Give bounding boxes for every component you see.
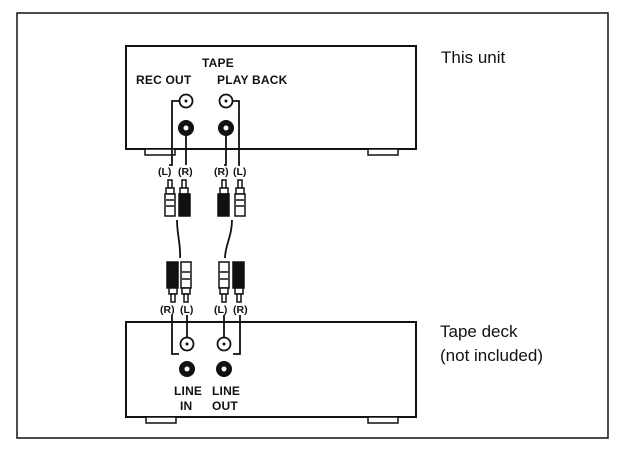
play-back-left-lead [233, 100, 240, 166]
play-back-pin-right: (R) [214, 166, 229, 178]
this-unit-caption: This unit [441, 48, 506, 67]
tape-deck-foot-right [367, 416, 399, 424]
play-back-left-jack [218, 93, 234, 109]
line-out-right-plug [232, 261, 245, 303]
this-unit-foot-right [367, 148, 399, 156]
tape-section-label: TAPE [202, 56, 234, 70]
tape-deck-foot-left [145, 416, 177, 424]
this-unit-body [125, 45, 417, 150]
tape-deck-caption: Tape deck [440, 322, 518, 341]
rec-out-label: REC OUT [136, 73, 192, 87]
line-out-label-bottom: OUT [212, 399, 238, 413]
rec-out-pin-right: (R) [178, 166, 193, 178]
play-back-right-lead [224, 136, 227, 166]
this-unit-device [125, 45, 417, 156]
play-back-right-jack [218, 120, 234, 136]
line-in-pin-left: (L) [180, 304, 193, 316]
rec-out-pin-left: (L) [158, 166, 171, 178]
line-out-left-plug [218, 261, 230, 303]
tape-deck-device [125, 321, 417, 424]
line-in-pin-right: (R) [160, 304, 175, 316]
play-back-pin-left: (L) [233, 166, 246, 178]
tape-deck-body [125, 321, 417, 418]
rec-out-right-plug [178, 179, 191, 217]
line-in-label-bottom: IN [180, 399, 192, 413]
line-in-label-top: LINE [174, 384, 202, 398]
play-back-right-plug [217, 179, 230, 217]
line-out-pin-left: (L) [214, 304, 227, 316]
figure-frame [16, 12, 609, 439]
this-unit-foot-left [144, 148, 176, 156]
line-in-left-jack [179, 336, 195, 352]
rec-out-left-plug [164, 179, 176, 217]
line-out-label-top: LINE [212, 384, 240, 398]
rec-out-right-jack [178, 120, 194, 136]
line-in-left-plug [180, 261, 192, 303]
tape-deck-note: (not included) [440, 346, 543, 365]
play-cable [224, 219, 233, 259]
deck-internal-leads [171, 322, 241, 355]
line-out-pin-right: (R) [233, 304, 248, 316]
line-in-right-jack [179, 361, 195, 377]
play-back-left-plug [234, 179, 246, 217]
line-out-left-jack [216, 336, 232, 352]
rec-out-left-jack [178, 93, 194, 109]
play-back-label: PLAY BACK [217, 73, 288, 87]
line-out-right-jack [216, 361, 232, 377]
rec-out-left-lead [169, 100, 179, 166]
line-in-right-plug [166, 261, 179, 303]
rec-cable [176, 219, 182, 259]
